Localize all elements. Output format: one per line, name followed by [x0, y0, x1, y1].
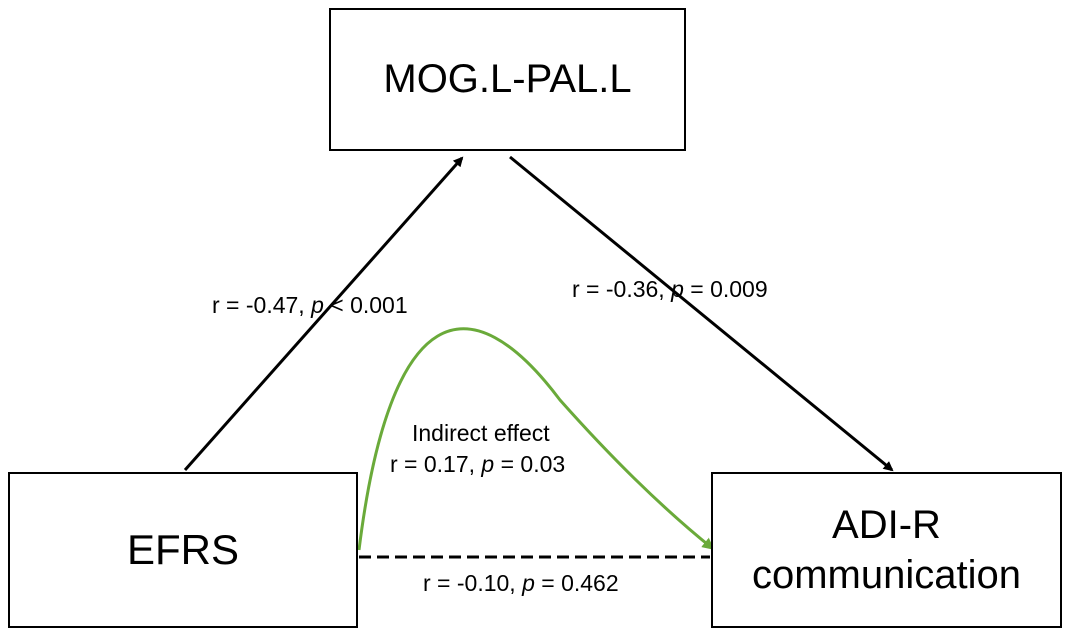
b-path-p: = 0.009 — [683, 276, 768, 302]
a-path-arrow — [183, 156, 464, 471]
a-path-r: r = -0.47, — [212, 292, 312, 318]
direct-p-symbol: p — [522, 570, 535, 596]
indirect-p: = 0.03 — [494, 451, 566, 477]
b-path-arrow — [509, 155, 894, 472]
predictor-label: EFRS — [126, 526, 239, 573]
direct-path-stat: r = -0.10, p = 0.462 — [423, 570, 619, 597]
indirect-effect-stat: r = 0.17, p = 0.03 — [390, 451, 565, 478]
a-path-p-symbol: p — [311, 292, 324, 318]
outcome-node: ADI-R communication — [711, 472, 1062, 628]
direct-p: = 0.462 — [534, 570, 619, 596]
a-path-p: < 0.001 — [323, 292, 408, 318]
b-path-r: r = -0.36, — [572, 276, 672, 302]
indirect-r: r = 0.17, — [390, 451, 482, 477]
outcome-label-line1: ADI-R — [832, 503, 941, 547]
mediator-node: MOG.L-PAL.L — [329, 8, 686, 151]
outcome-label-line2: communication — [751, 553, 1021, 597]
b-path-p-symbol: p — [671, 276, 684, 302]
indirect-p-symbol: p — [481, 451, 495, 477]
b-path-stat: r = -0.36, p = 0.009 — [572, 276, 768, 303]
indirect-effect-title: Indirect effect — [412, 420, 550, 446]
predictor-node: EFRS — [8, 472, 358, 628]
direct-r: r = -0.10, — [423, 570, 523, 596]
indirect-effect-curve — [357, 327, 715, 551]
mediator-label: MOG.L-PAL.L — [383, 57, 632, 101]
a-path-stat: r = -0.47, p < 0.001 — [212, 292, 408, 319]
